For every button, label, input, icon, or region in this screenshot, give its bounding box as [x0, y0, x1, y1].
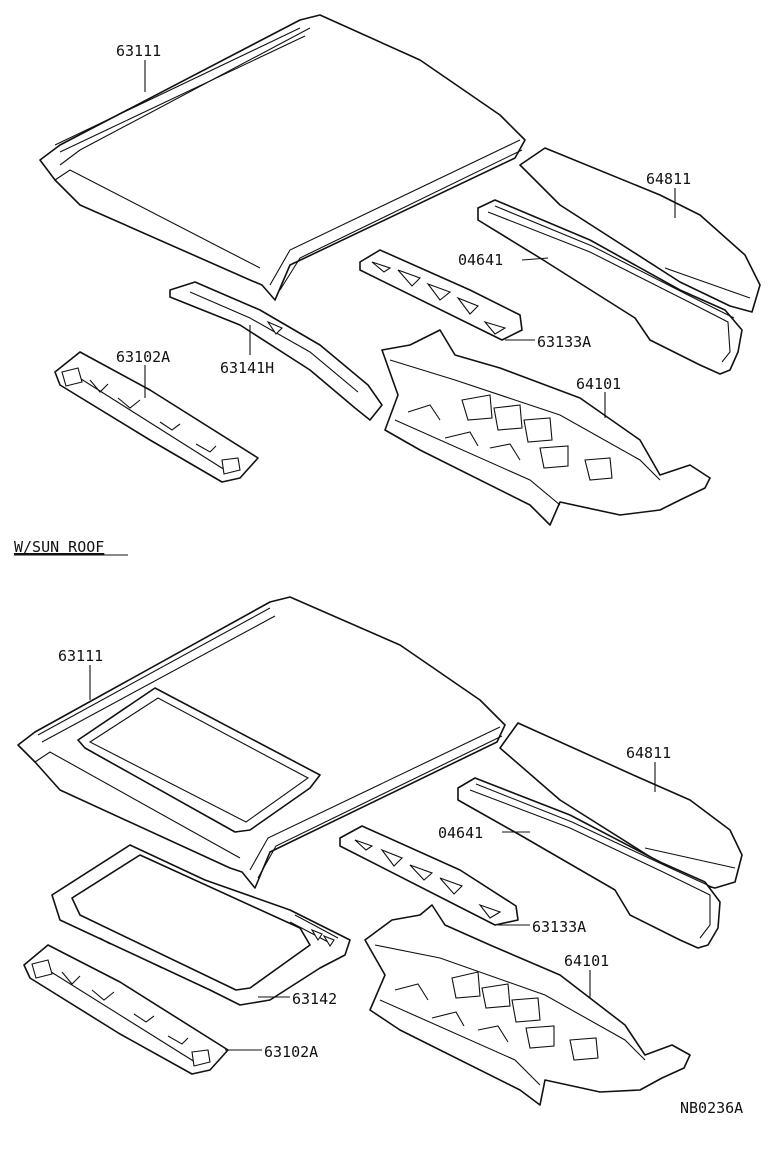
- label-front-header-rail-bottom: 63102A: [264, 1043, 318, 1061]
- bottom-group: 63111 64811 04641 63133A 63142 63102A 64…: [17, 596, 743, 1106]
- rail-cover-top: [519, 147, 761, 313]
- label-rear-bow-top: 63133A: [537, 333, 591, 351]
- leader-04641-top: [521, 257, 549, 261]
- front-header-rail-top: [54, 351, 259, 483]
- roof-panel-top: [39, 14, 526, 301]
- label-rail-cover-top: 64811: [646, 170, 691, 188]
- label-weatherstrip-top: 04641: [458, 251, 503, 269]
- sunroof-reinforcement-bottom: [51, 844, 351, 1006]
- roof-bow-top: [169, 281, 383, 421]
- rail-cover-bottom: [499, 722, 743, 889]
- drawing-code: NB0236A: [680, 1099, 743, 1117]
- bottom-callouts: 63111 64811 04641 63133A 63142 63102A 64…: [58, 647, 671, 1061]
- front-header-rail-bottom: [23, 944, 229, 1075]
- label-roof-bow-top: 63141H: [220, 359, 274, 377]
- label-rear-shelf-panel-top: 64101: [576, 375, 621, 393]
- rear-bow-top: [359, 249, 523, 341]
- rear-shelf-panel-top: [381, 329, 711, 526]
- label-weatherstrip-bottom: 04641: [438, 824, 483, 842]
- section-title-sunroof: W/SUN ROOF: [14, 538, 104, 556]
- label-roof-panel-top: 63111: [116, 42, 161, 60]
- label-rear-bow-bottom: 63133A: [532, 918, 586, 936]
- top-callouts: 63111 64811 04641 63133A 63102A 63141H 6…: [116, 42, 691, 418]
- label-sunroof-reinforcement-bottom: 63142: [292, 990, 337, 1008]
- rear-bow-bottom: [339, 825, 519, 926]
- top-group: 63111 64811 04641 63133A 63102A 63141H 6…: [39, 14, 761, 526]
- rear-shelf-panel-bottom: [364, 904, 691, 1106]
- label-rail-cover-bottom: 64811: [626, 744, 671, 762]
- label-rear-shelf-panel-bottom: 64101: [564, 952, 609, 970]
- roof-panel-bottom: [17, 596, 506, 889]
- weatherstrip-bottom: [457, 777, 721, 949]
- weatherstrip-top: [477, 199, 743, 375]
- label-roof-panel-bottom: 63111: [58, 647, 103, 665]
- label-front-header-rail-top: 63102A: [116, 348, 170, 366]
